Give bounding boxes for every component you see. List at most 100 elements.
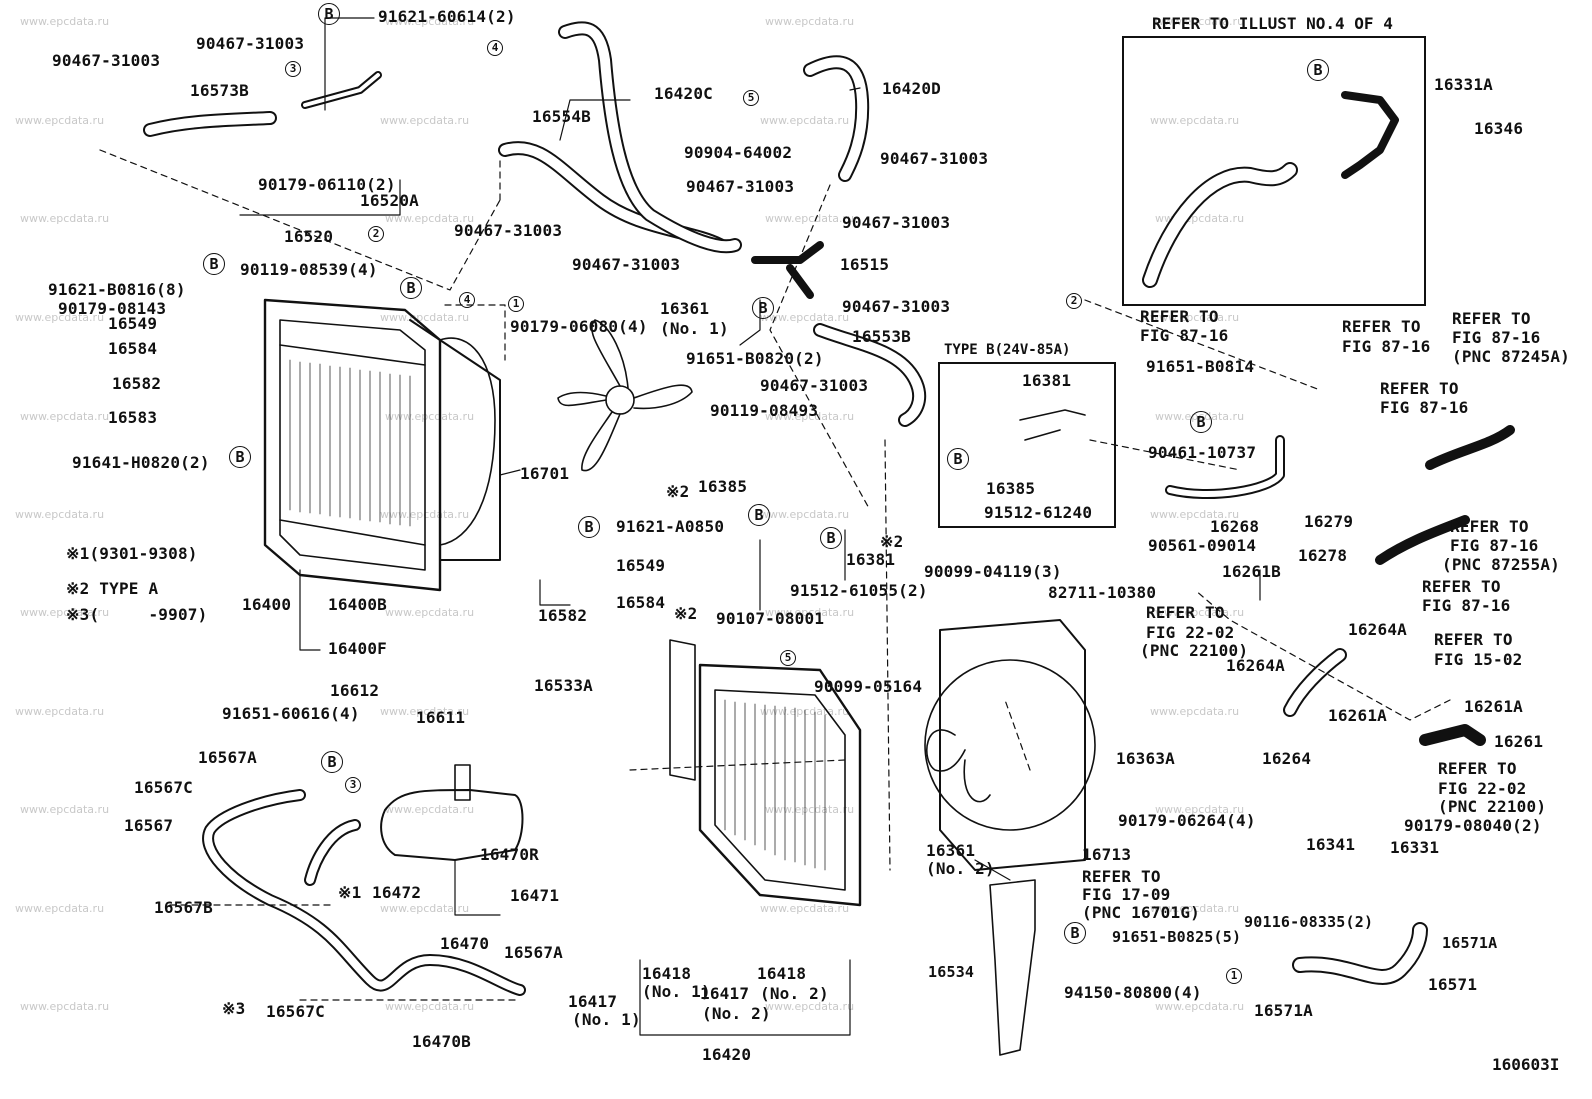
watermark-text: www.epcdata.ru — [20, 15, 110, 28]
watermark-text: www.epcdata.ru — [385, 410, 475, 423]
circled-b-mark: B — [748, 504, 770, 526]
part-label: 16417 — [568, 992, 618, 1011]
part-label: 16278 — [1298, 546, 1348, 565]
part-label: 16331 — [1390, 838, 1440, 857]
part-label: 91651-60616(4) — [222, 704, 360, 723]
ref-note: (PNC 16701G) — [1082, 903, 1200, 922]
part-label: 16417 — [700, 984, 750, 1003]
part-label: 90904-64002 — [684, 143, 793, 162]
part-label: 94150-80800(4) — [1064, 983, 1202, 1002]
part-label: 16418 — [642, 964, 692, 983]
part-label: 16418 — [757, 964, 807, 983]
ref-note: REFER TO — [1450, 517, 1529, 536]
ref-note: (PNC 87255A) — [1442, 555, 1560, 574]
ref-note: ※2 — [880, 532, 904, 551]
watermark-text: www.epcdata.ru — [760, 311, 850, 324]
part-label: 16571 — [1428, 975, 1478, 994]
ref-note: ※1 — [338, 883, 362, 902]
part-label: 91512-61055(2) — [790, 581, 928, 600]
part-label: 16361 — [660, 299, 710, 318]
ref-note: REFER TO — [1452, 309, 1531, 328]
ref-note: (No. 2) — [760, 984, 829, 1003]
part-label: 16264 — [1262, 749, 1312, 768]
part-label: 16534 — [928, 963, 975, 981]
part-label: 16420D — [882, 79, 941, 98]
ref-note: (PNC 22100) — [1438, 797, 1547, 816]
watermark-text: www.epcdata.ru — [1150, 705, 1240, 718]
part-label: 16701 — [520, 464, 570, 483]
watermark-text: www.epcdata.ru — [385, 803, 475, 816]
part-label: 90467-31003 — [196, 34, 305, 53]
part-label: 90179-06110(2) — [258, 175, 396, 194]
diagram-code: 160603I — [1492, 1055, 1560, 1074]
part-label: 16549 — [108, 314, 158, 333]
part-label: 91621-A0850 — [616, 517, 725, 536]
note-3: ※3( -9907) — [66, 605, 208, 624]
circled-number-mark: 1 — [508, 296, 524, 312]
ref-note: (No. 2) — [926, 859, 995, 878]
watermark-text: www.epcdata.ru — [765, 212, 855, 225]
part-label: 90179-06080(4) — [510, 317, 648, 336]
part-label: 90179-06264(4) — [1118, 811, 1256, 830]
circled-b-mark: B — [203, 253, 225, 275]
shroud-16713 — [924, 619, 1096, 871]
ref-note: (PNC 87245A) — [1452, 347, 1570, 366]
part-label: 16261B — [1222, 562, 1281, 581]
part-label: 90179-08143 — [58, 299, 167, 318]
part-label: 16472 — [372, 883, 422, 902]
part-label: 16341 — [1306, 835, 1356, 854]
circled-number-mark: 2 — [1066, 293, 1082, 309]
circled-b-mark: B — [229, 446, 251, 468]
reservoir-16470 — [380, 764, 524, 861]
ref-note: FIG 87-16 — [1380, 398, 1469, 417]
part-label: 90116-08335(2) — [1244, 913, 1374, 931]
part-label: 16420C — [654, 84, 713, 103]
circled-b-mark: B — [947, 448, 969, 470]
part-label: 90461-10737 — [1148, 443, 1257, 462]
circled-b-mark: B — [820, 527, 842, 549]
note-2: ※2 TYPE A — [66, 579, 159, 598]
ref-note: ※2 — [674, 604, 698, 623]
ref-note: FIG 87-16 — [1342, 337, 1431, 356]
ref-note: REFER TO — [1422, 577, 1501, 596]
circled-number-mark: 3 — [345, 777, 361, 793]
part-label: 16400 — [242, 595, 292, 614]
part-label: 16470B — [412, 1032, 471, 1051]
ref-note: REFER TO — [1146, 603, 1225, 622]
part-label: 16549 — [616, 556, 666, 575]
part-label: 16520 — [284, 227, 334, 246]
watermark-text: www.epcdata.ru — [1150, 508, 1240, 521]
type-b-title: TYPE B(24V-85A) — [944, 342, 1071, 358]
part-label: 16381 — [1022, 371, 1072, 390]
part-label: 91641-H0820(2) — [72, 453, 210, 472]
ref-note: FIG 87-16 — [1452, 328, 1541, 347]
part-label: 90467-31003 — [760, 376, 869, 395]
part-label: 91651-B0825(5) — [1112, 928, 1242, 946]
part-label: 91651-B0820(2) — [686, 349, 824, 368]
part-label: 16612 — [330, 681, 380, 700]
watermark-text: www.epcdata.ru — [15, 902, 105, 915]
part-label: 90099-04119(3) — [924, 562, 1062, 581]
watermark-text: www.epcdata.ru — [1150, 311, 1240, 324]
bracket-16534 — [989, 879, 1036, 1056]
part-label: 16553B — [852, 327, 911, 346]
ref-note: FIG 17-09 — [1082, 885, 1171, 904]
part-label: 16261A — [1328, 706, 1387, 725]
ref-note: REFER TO — [1342, 317, 1421, 336]
watermark-text: www.epcdata.ru — [20, 212, 110, 225]
ref-note: ※2 — [666, 482, 690, 501]
circled-b-mark: B — [400, 277, 422, 299]
refer-illust-title: REFER TO ILLUST NO.4 OF 4 — [1152, 14, 1393, 33]
hose-16261 — [1419, 724, 1486, 746]
part-label: 16470 — [440, 934, 490, 953]
watermark-text: www.epcdata.ru — [15, 705, 105, 718]
watermark-text: www.epcdata.ru — [15, 114, 105, 127]
watermark-text: www.epcdata.ru — [1150, 902, 1240, 915]
part-label: 90179-08040(2) — [1404, 816, 1542, 835]
part-label: 16582 — [538, 606, 588, 625]
part-label: 16515 — [840, 255, 890, 274]
ref-note: (No. 1) — [660, 319, 729, 338]
